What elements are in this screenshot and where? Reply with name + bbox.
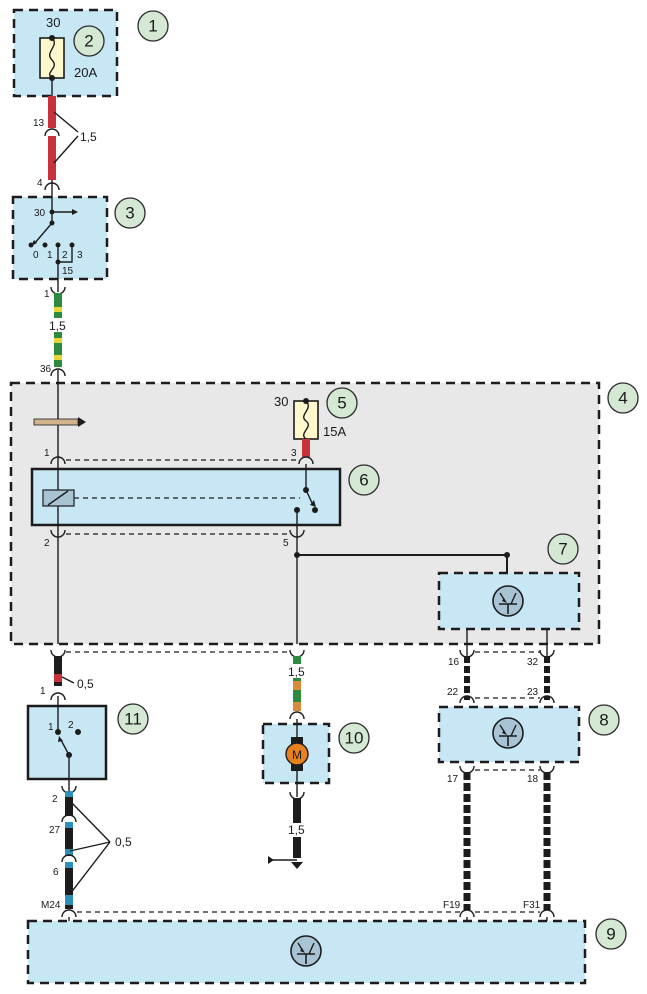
switch-block: [26, 704, 108, 781]
ignition-terminal-30: 30: [34, 208, 46, 219]
fuse-secondary-rating: 15A: [323, 424, 346, 439]
ignition-switch-block: [11, 195, 109, 281]
connector-17-label: 17: [447, 774, 459, 785]
tan-arrow-icon: [33, 417, 86, 427]
fuse-secondary-terminal: 30: [274, 394, 288, 409]
gauge-green-yellow: 1,5: [49, 319, 66, 333]
motor-symbol: M: [292, 748, 302, 762]
svg-text:11: 11: [124, 710, 142, 729]
connector-18: [539, 765, 555, 774]
callout-1: 1: [137, 10, 169, 42]
connector-13-label: 13: [33, 118, 45, 129]
connector-36: [50, 368, 66, 377]
svg-text:6: 6: [359, 471, 368, 490]
fuse-block-main: [12, 8, 119, 98]
switch-pin-2-connector-label: 2: [52, 794, 58, 805]
connector-1-top-label: 1: [44, 289, 50, 300]
connector-27-label: 27: [49, 825, 61, 836]
relay-pin-3-label: 3: [291, 448, 297, 459]
svg-text:5: 5: [337, 394, 346, 413]
connector-27: [61, 814, 77, 823]
connector-17: [459, 765, 475, 774]
connector-18-label: 18: [527, 774, 539, 785]
gauge-green-orange: 1,5: [288, 665, 305, 679]
callout-2: 2: [73, 25, 105, 57]
relay-pin-2-label: 2: [44, 538, 50, 549]
svg-text:3: 3: [125, 204, 134, 223]
callout-8: 8: [588, 704, 620, 736]
ignition-pos-0: 0: [33, 250, 39, 261]
transistor-icon-a: [492, 585, 524, 617]
motor-icon: M: [285, 737, 309, 771]
wire-black-blue: [65, 791, 73, 909]
gauge-red-black: 0,5: [77, 677, 94, 691]
connector-23: [539, 695, 555, 704]
connector-23-label: 23: [527, 687, 539, 698]
fuse-main-element: [49, 37, 55, 79]
ignition-terminal-15: 15: [62, 266, 74, 277]
svg-text:10: 10: [345, 729, 364, 748]
ignition-pos-2: 2: [62, 250, 68, 261]
relay-pin-5: [289, 529, 305, 538]
switch-pin-2: 2: [68, 720, 74, 731]
fuse-main-icon: [39, 37, 65, 79]
wire-green-orange: [293, 656, 301, 711]
connector-f31: [539, 909, 555, 918]
connector-13: [44, 128, 60, 137]
svg-text:9: 9: [606, 925, 615, 944]
callout-7: 7: [547, 533, 579, 565]
wire-red-black: [54, 656, 62, 686]
svg-text:8: 8: [599, 711, 608, 730]
switch-pin-1-connector-label: 1: [40, 686, 46, 697]
callout-5: 5: [326, 387, 358, 419]
connector-6-label: 6: [53, 867, 59, 878]
connector-4-label: 4: [37, 178, 43, 189]
connector-22: [459, 695, 475, 704]
relay-pin-3: [298, 456, 314, 465]
relay-pin-2: [50, 529, 66, 538]
connector-6: [61, 854, 77, 863]
connector-f19-label: F19: [443, 900, 461, 911]
wire-red-short: [302, 439, 310, 457]
ignition-pos-3: 3: [77, 250, 83, 261]
connector-32-label: 32: [527, 657, 539, 668]
connector-22-label: 22: [447, 687, 459, 698]
gauge-black-blue: 0,5: [115, 835, 132, 849]
relay-pin-1: [50, 456, 66, 465]
switch-pin-1: 1: [48, 722, 54, 733]
svg-text:2: 2: [84, 32, 93, 51]
svg-text:1: 1: [148, 17, 157, 36]
callout-11: 11: [117, 703, 149, 735]
relay-pin-5-label: 5: [283, 538, 289, 549]
wire-red-1: [48, 96, 56, 128]
svg-text:4: 4: [618, 389, 627, 408]
connector-m24-label: M24: [41, 900, 61, 911]
fuse-main-rating: 20A: [74, 65, 97, 80]
relay-pin-1-label: 1: [44, 448, 50, 459]
transistor-icon-b: [492, 717, 524, 749]
callout-6: 6: [348, 464, 380, 496]
fuse-secondary-icon: [293, 400, 319, 440]
switch-pin-1-connector: [50, 692, 66, 701]
gauge-motor-ground: 1,5: [288, 823, 305, 837]
svg-text:7: 7: [558, 540, 567, 559]
wire-red-2: [48, 136, 56, 180]
connector-36-label: 36: [40, 364, 52, 375]
callout-4: 4: [607, 382, 639, 414]
gauge-red-feed: 1,5: [80, 130, 97, 144]
callout-10: 10: [338, 722, 370, 754]
fuse-main-terminal: 30: [46, 15, 60, 30]
connector-f19: [459, 909, 475, 918]
callout-3: 3: [114, 197, 146, 229]
transistor-icon-c: [290, 935, 322, 967]
ground-icon: [291, 862, 303, 869]
callout-9: 9: [595, 918, 627, 950]
relay-block: [30, 467, 342, 527]
connector-m24: [61, 909, 77, 918]
ignition-pos-1: 1: [47, 250, 53, 261]
connector-f31-label: F31: [523, 900, 541, 911]
connector-16-label: 16: [448, 657, 460, 668]
